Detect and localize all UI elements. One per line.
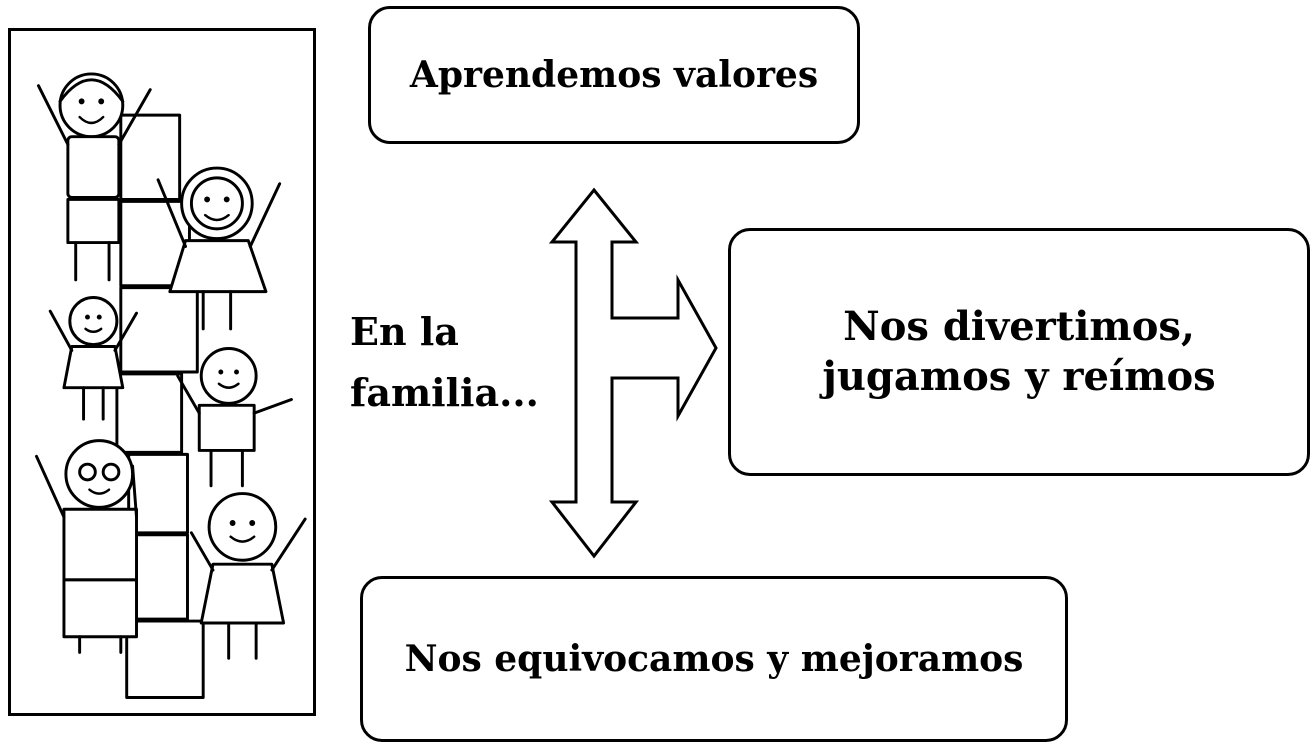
- three-way-arrow-icon: [548, 187, 718, 559]
- family-illustration-panel: [8, 28, 316, 716]
- box-have-fun-text: Nos divertimos, jugamos y reímos: [822, 303, 1216, 400]
- letter-block-f: [119, 113, 182, 201]
- letter-block-m: [119, 286, 199, 374]
- family-children-illustration-icon: [35, 72, 307, 700]
- letter-block-i: [115, 372, 184, 454]
- center-label: En la familia...: [350, 309, 539, 415]
- letter-block-a2: [125, 619, 205, 700]
- box-learn-values-text: Aprendemos valores: [409, 53, 819, 96]
- box-learn-values: Aprendemos valores: [368, 6, 860, 144]
- letter-block-l: [127, 452, 189, 535]
- box-have-fun: Nos divertimos, jugamos y reímos: [728, 228, 1310, 476]
- box-make-mistakes-text: Nos equivocamos y mejoramos: [404, 637, 1024, 680]
- box-make-mistakes: Nos equivocamos y mejoramos: [360, 576, 1068, 742]
- letter-block-i2: [135, 533, 189, 621]
- letter-block-a: [119, 199, 191, 288]
